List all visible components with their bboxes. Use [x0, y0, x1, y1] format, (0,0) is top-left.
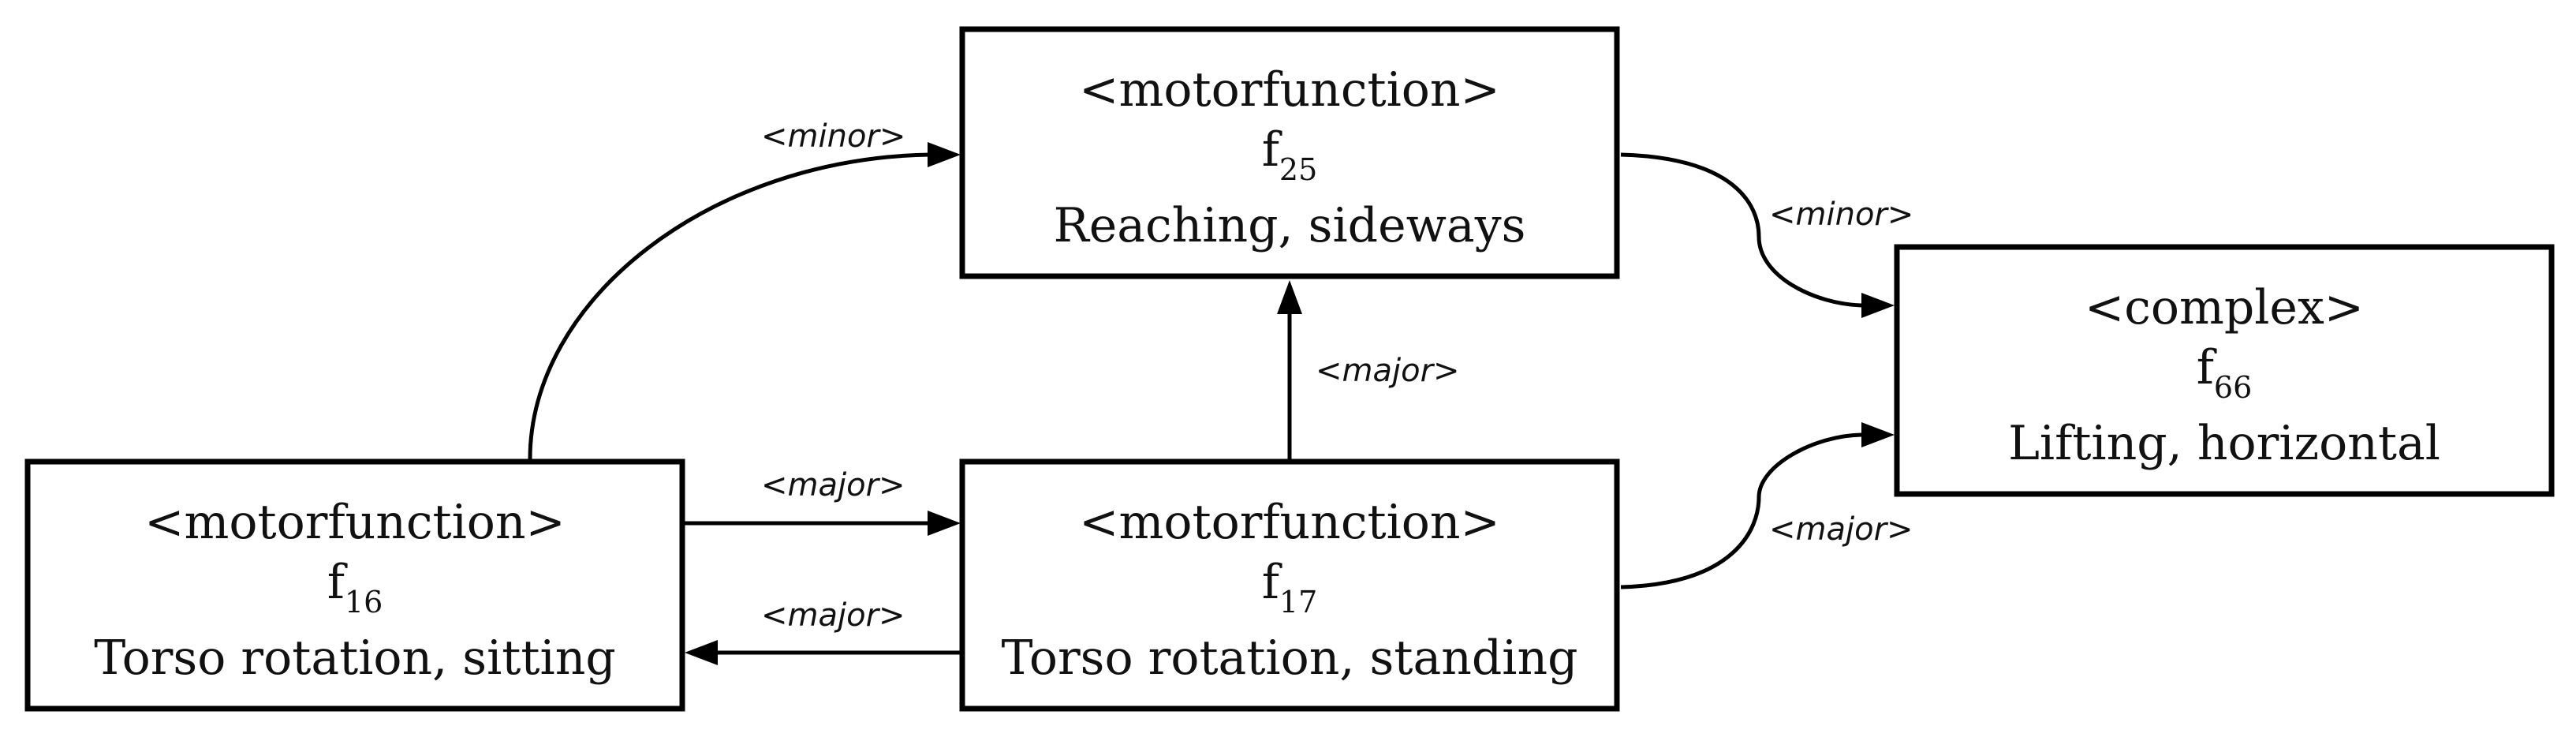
node-type: <motorfunction> [1079, 495, 1500, 550]
node-id: f66 [2197, 340, 2253, 405]
node-f25: <motorfunction> f25 Reaching, sideways [959, 26, 1620, 279]
arrowhead [1861, 293, 1895, 318]
edge-label: <major> [761, 467, 905, 503]
edge-f17-to-f66: <major> [1620, 422, 1913, 589]
edge-label: <major> [1769, 511, 1913, 548]
node-label: Torso rotation, standing [1001, 631, 1577, 686]
node-id: f17 [1262, 555, 1318, 619]
node-f16: <motorfunction> f16 Torso rotation, sitt… [24, 458, 685, 712]
edge-label: <major> [761, 597, 905, 634]
edge-line [1620, 152, 1862, 308]
arrowhead [928, 511, 961, 536]
node-box [959, 26, 1620, 279]
edge-label: <minor> [1769, 196, 1913, 233]
node-label: Reaching, sideways [1054, 198, 1526, 253]
node-box [1894, 244, 2555, 497]
edge-label: <minor> [761, 118, 905, 155]
node-id: f25 [1262, 122, 1318, 187]
node-f17: <motorfunction> f17 Torso rotation, stan… [959, 458, 1620, 712]
arrowhead [1861, 422, 1895, 447]
edge-f25-to-f66: <minor> [1620, 152, 1913, 318]
node-label: Torso rotation, sitting [94, 631, 616, 686]
arrowhead [928, 142, 961, 167]
edge-f16-to-f17: <major> [685, 467, 961, 536]
node-type: <motorfunction> [144, 495, 566, 550]
node-id: f16 [327, 555, 383, 619]
edge-line [528, 152, 931, 460]
node-type: <motorfunction> [1079, 62, 1500, 118]
edge-f17-to-f25: <major> [1277, 280, 1460, 459]
edge-f17-to-f16: <major> [685, 597, 961, 665]
edge-f16-to-f25: <minor> [528, 118, 961, 460]
arrowhead [1277, 280, 1302, 314]
node-label: Lifting, horizontal [2008, 416, 2440, 471]
node-box [959, 458, 1620, 712]
node-box [24, 458, 685, 712]
edge-label: <major> [1316, 353, 1460, 389]
node-f66: <complex> f66 Lifting, horizontal [1894, 244, 2555, 497]
edge-line [1620, 432, 1862, 589]
arrowhead [685, 640, 718, 665]
node-type: <complex> [2085, 280, 2364, 335]
